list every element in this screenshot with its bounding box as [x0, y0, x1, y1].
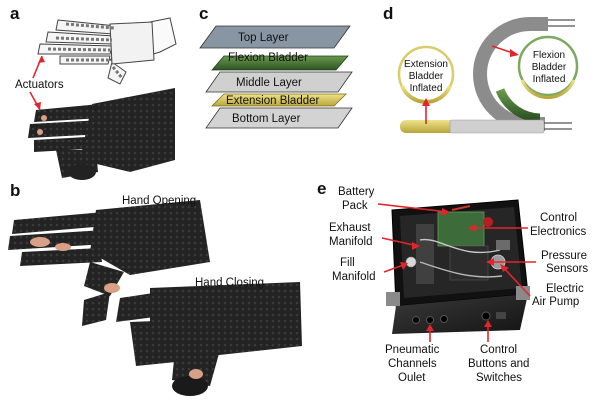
buttons-label-line3: Switches: [476, 372, 522, 384]
control-electronics-line2: Electronics: [530, 226, 586, 238]
panel-c-label: c: [199, 4, 208, 23]
panel-e-label: e: [317, 179, 326, 198]
actuator-arrowhead-down: [34, 102, 41, 110]
panel-c: c Top Layer Flexion Bladder Middle Layer…: [199, 4, 353, 129]
panel-b: b Hand Opening Hand Closing: [8, 181, 302, 396]
flexion-label-line3: Inflated: [533, 74, 566, 85]
panel-b-label: b: [10, 181, 20, 200]
buttons-label-line1: Control: [480, 344, 517, 356]
buttons-label-line2: Buttons and: [468, 358, 529, 370]
fill-label-line2: Manifold: [332, 271, 375, 283]
pressure-label-line2: Sensors: [546, 263, 588, 275]
flexion-inset-circle: [517, 35, 579, 97]
bottom-layer-sheet: [205, 107, 353, 129]
extension-label-line1: Extension: [404, 59, 448, 70]
layer-label-extension: Extension Bladder: [226, 95, 320, 107]
hand-opening-label: Hand Opening: [122, 195, 196, 207]
panel-e: e Battery: [317, 179, 588, 384]
actuator-arrowhead-up: [38, 56, 45, 63]
panel-e-leaders: [377, 203, 536, 342]
glove-opening: [8, 200, 210, 296]
control-electronics-line1: Control: [540, 212, 577, 224]
flexion-label-line2: Bladder: [532, 62, 567, 73]
top-layer-sheet: [199, 25, 351, 49]
battery-label-line2: Pack: [342, 200, 368, 212]
extension-arrowhead: [422, 98, 430, 106]
layer-label-middle: Middle Layer: [236, 77, 302, 89]
flexion-arrowhead: [510, 49, 519, 57]
actuators-label: Actuators: [15, 79, 64, 91]
pneumatic-label-line2: Channels: [388, 358, 437, 370]
straight-actuator: [400, 119, 572, 134]
hand-closing-label: Hand Closing: [195, 277, 264, 289]
exhaust-label-line1: Exhaust: [329, 222, 371, 234]
flexion-inset-arc: [520, 79, 576, 100]
middle-layer-sheet: [205, 71, 353, 93]
flexion-label-line1: Flexion: [533, 50, 565, 61]
pump-label-line1: Electric: [546, 283, 584, 295]
extension-label-line2: Bladder: [409, 71, 444, 82]
pressure-label-line1: Pressure: [541, 250, 587, 262]
battery-label-line1: Battery: [338, 186, 375, 198]
layer-label-flexion: Flexion Bladder: [228, 52, 308, 64]
panel-d-label: d: [383, 4, 393, 23]
layer-label-top: Top Layer: [238, 32, 289, 44]
pneumatic-label-line1: Pneumatic: [385, 344, 440, 356]
control-box: [386, 199, 530, 334]
panel-a: a Actuators: [10, 4, 177, 180]
flexion-bladder-sheet: [211, 55, 349, 71]
glove-closing: [82, 282, 302, 396]
panel-a-label: a: [10, 4, 20, 23]
panel-d: d Extension Bladder Inflated Flexion Bla…: [383, 4, 579, 134]
extension-bladder-sheet: [211, 93, 347, 107]
glove-sketch: [37, 17, 177, 85]
pneumatic-label-line3: Oulet: [398, 372, 426, 384]
exhaust-label-line2: Manifold: [329, 236, 372, 248]
fill-label-line1: Fill: [340, 257, 355, 269]
layer-label-bottom: Bottom Layer: [232, 113, 301, 125]
glove-photo-a: [28, 88, 175, 180]
extension-label-line3: Inflated: [410, 83, 443, 94]
pump-label-line2: Air Pump: [532, 296, 579, 308]
